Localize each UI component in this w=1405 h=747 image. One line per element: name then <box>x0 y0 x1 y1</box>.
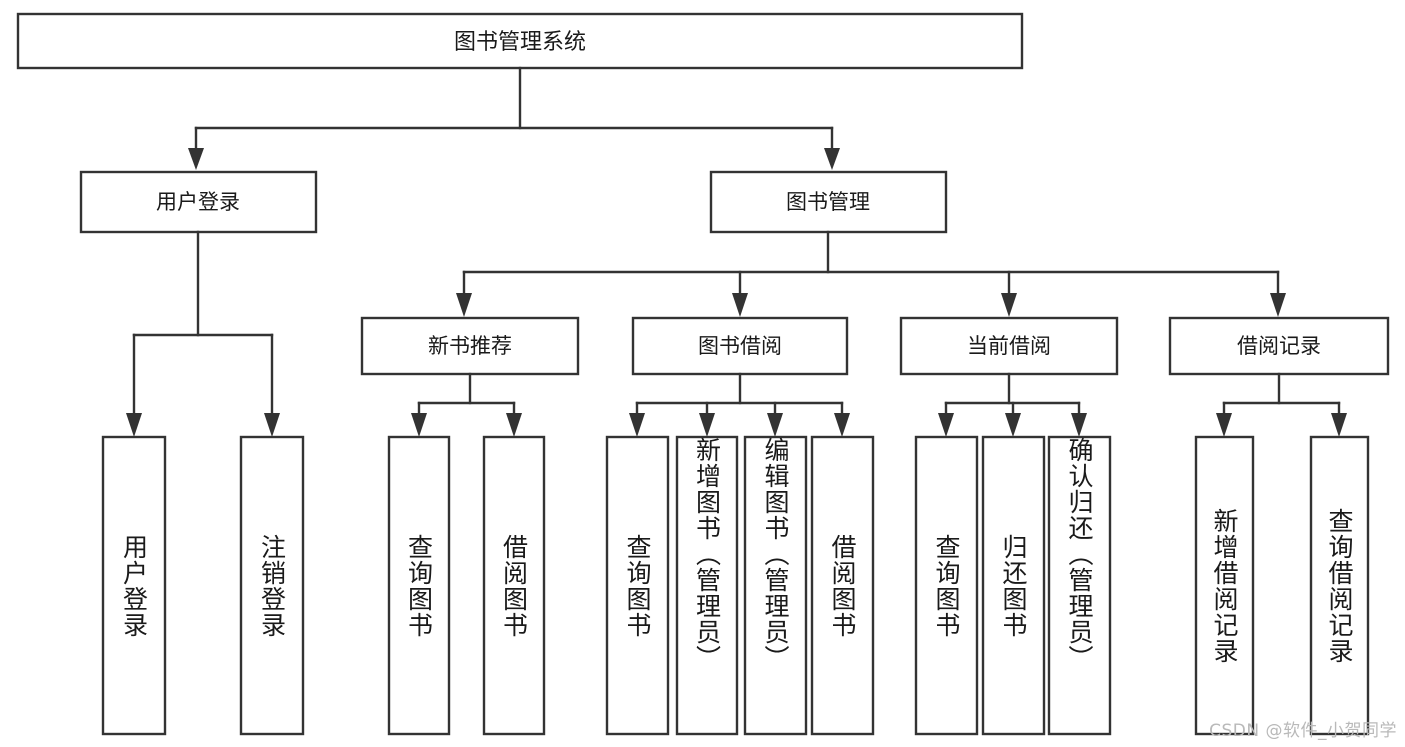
node-new-book-recommend-box <box>360 316 580 376</box>
arrowhead-to-current-borrow <box>1001 293 1017 317</box>
node-book-borrow[interactable]: 图书借阅 <box>631 316 849 376</box>
node-book-borrow-box <box>631 316 849 376</box>
leaf-box-confirm-return[interactable] <box>1047 435 1112 736</box>
connector-new-book-to-leaves <box>411 372 522 437</box>
node-current-borrow[interactable]: 当前借阅 <box>899 316 1119 376</box>
leaf-box-return-book[interactable] <box>981 435 1046 736</box>
arrowhead-to-book-borrow <box>732 293 748 317</box>
leaf-box-query-record[interactable] <box>1309 435 1370 736</box>
arrowhead-to-borrow-records <box>1270 293 1286 317</box>
leaf-box-add-book[interactable] <box>675 435 739 736</box>
arrowhead-new-book-leaf2 <box>506 413 522 437</box>
arrowhead-book-borrow-leaf1 <box>629 413 645 437</box>
node-root-book-management-system[interactable]: 图书管理系统 <box>16 12 1024 70</box>
leaf-boxes <box>101 435 1370 736</box>
arrowhead-borrow-records-leaf2 <box>1331 413 1347 437</box>
node-book-borrow-label: 图书借阅 <box>698 334 782 358</box>
leaf-box-borrow-book-bb[interactable] <box>810 435 875 736</box>
arrowhead-to-new-book <box>456 293 472 317</box>
leaf-box-add-record[interactable] <box>1194 435 1255 736</box>
node-root-label: 图书管理系统 <box>454 30 586 55</box>
leaf-box-query-book-nb[interactable] <box>387 435 451 736</box>
node-root-box <box>16 12 1024 70</box>
leaf-box-user-login[interactable] <box>101 435 167 736</box>
leaf-box-borrow-book-nb[interactable] <box>482 435 546 736</box>
node-new-book-recommend-label: 新书推荐 <box>428 334 512 358</box>
connector-user-login-to-leaves <box>126 230 280 437</box>
node-book-management-label: 图书管理 <box>786 190 870 214</box>
arrowhead-book-borrow-leaf4 <box>834 413 850 437</box>
node-borrow-records[interactable]: 借阅记录 <box>1168 316 1390 376</box>
node-book-management[interactable]: 图书管理 <box>709 170 948 234</box>
connector-current-borrow-to-leaves <box>938 372 1087 437</box>
node-borrow-records-box <box>1168 316 1390 376</box>
arrowhead-book-borrow-leaf2 <box>699 413 715 437</box>
connector-root-to-level2 <box>188 66 840 170</box>
leaf-box-query-book-cb[interactable] <box>914 435 979 736</box>
arrowhead-to-book-mgmt <box>824 148 840 170</box>
arrowhead-user-login-leaf2 <box>264 413 280 437</box>
leaf-box-query-book-bb[interactable] <box>605 435 670 736</box>
arrowhead-borrow-records-leaf1 <box>1216 413 1232 437</box>
node-current-borrow-label: 当前借阅 <box>967 334 1051 358</box>
node-user-login[interactable]: 用户登录 <box>79 170 318 234</box>
arrowhead-to-user-login <box>188 148 204 170</box>
connector-book-mgmt-to-level3 <box>456 230 1286 317</box>
arrowhead-user-login-leaf1 <box>126 413 142 437</box>
node-borrow-records-label: 借阅记录 <box>1237 334 1321 358</box>
node-book-management-box <box>709 170 948 234</box>
connector-book-borrow-to-leaves <box>629 372 850 437</box>
arrowhead-new-book-leaf1 <box>411 413 427 437</box>
node-user-login-label: 用户登录 <box>156 190 240 214</box>
leaf-box-edit-book[interactable] <box>743 435 808 736</box>
arrowhead-current-borrow-leaf3 <box>1071 413 1087 437</box>
arrowhead-book-borrow-leaf3 <box>767 413 783 437</box>
connector-borrow-records-to-leaves <box>1216 372 1347 437</box>
watermark-text: CSDN @软件_小贺同学 <box>1209 721 1397 741</box>
arrowhead-current-borrow-leaf2 <box>1005 413 1021 437</box>
arrowhead-current-borrow-leaf1 <box>938 413 954 437</box>
node-current-borrow-box <box>899 316 1119 376</box>
leaf-box-logout[interactable] <box>239 435 305 736</box>
node-new-book-recommend[interactable]: 新书推荐 <box>360 316 580 376</box>
